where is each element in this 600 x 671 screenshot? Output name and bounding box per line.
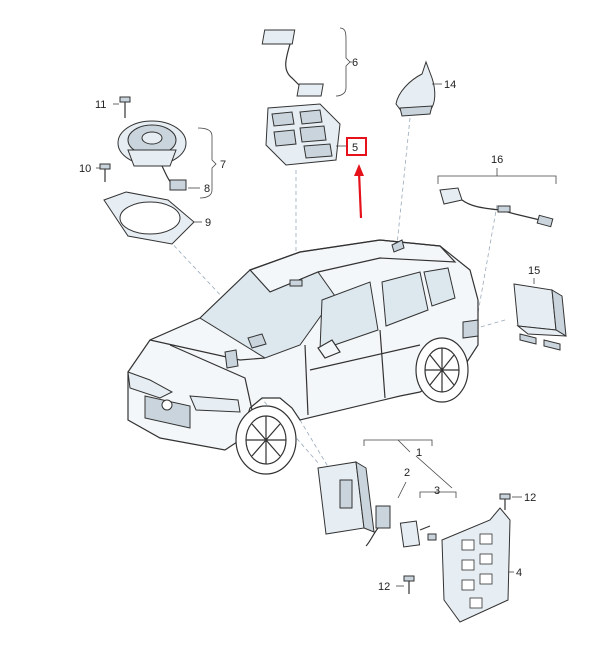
side-window-front: [319, 281, 379, 351]
part-12-screw-upper: 12: [499, 492, 536, 510]
mount-point-roof: [289, 279, 303, 287]
callout-5: 5: [352, 142, 358, 154]
part-7-speaker: 7: [117, 120, 226, 199]
grille: [144, 395, 191, 429]
part-5-switch-module[interactable]: [265, 103, 348, 166]
headlight-left: [127, 371, 174, 399]
rear-wheel: [415, 337, 469, 403]
front-wheel: [235, 405, 297, 475]
callout-12-lower: 12: [378, 581, 390, 593]
part-2-connector: 2: [365, 467, 410, 547]
part-12-screw-lower: 12: [378, 575, 415, 594]
callout-6: 6: [352, 57, 358, 69]
callout-4: 4: [516, 567, 522, 579]
part-9-gasket: 9: [103, 191, 211, 245]
callout-16: 16: [491, 154, 503, 166]
part-11-screw: 11: [95, 96, 131, 118]
callout-15: 15: [528, 265, 540, 277]
part-10-screw: 10: [79, 163, 111, 182]
part-16-antenna-cable: 16: [437, 154, 557, 228]
callout-11: 11: [95, 99, 106, 111]
part-4-bracket: 4: [441, 507, 522, 623]
vehicle-illustration: [127, 239, 479, 475]
part-8-connector: 8: [161, 165, 210, 195]
side-mirror: [317, 339, 341, 359]
part-3-clip: 3: [399, 485, 457, 548]
windshield: [199, 269, 336, 359]
callout-1: 1: [416, 447, 422, 459]
headlight-right: [189, 395, 241, 413]
callout-14: 14: [444, 79, 456, 91]
mount-point-speaker: [224, 349, 239, 369]
side-window-rear: [381, 271, 429, 327]
badge: [161, 399, 173, 411]
mount-point-dash: [247, 333, 267, 349]
callout-9: 9: [205, 217, 211, 229]
callout-3: 3: [434, 485, 440, 497]
callout-2: 2: [404, 467, 410, 479]
callout-12-upper: 12: [524, 492, 536, 504]
part-6-cable: 6: [261, 27, 358, 97]
callout-8: 8: [204, 183, 210, 195]
mount-point-rear: [462, 319, 479, 339]
side-window-quarter: [423, 267, 456, 307]
callout-5-highlight[interactable]: 5: [346, 137, 367, 156]
callout-7: 7: [220, 159, 226, 171]
part-1-control-module: 1: [317, 439, 453, 535]
mount-point-antenna: [391, 239, 405, 253]
callout-10: 10: [79, 163, 91, 175]
highlight-box: [346, 137, 367, 156]
red-arrow: [354, 164, 364, 219]
part-15-control-unit: 15: [513, 265, 567, 351]
part-14-antenna: 14: [395, 60, 456, 117]
